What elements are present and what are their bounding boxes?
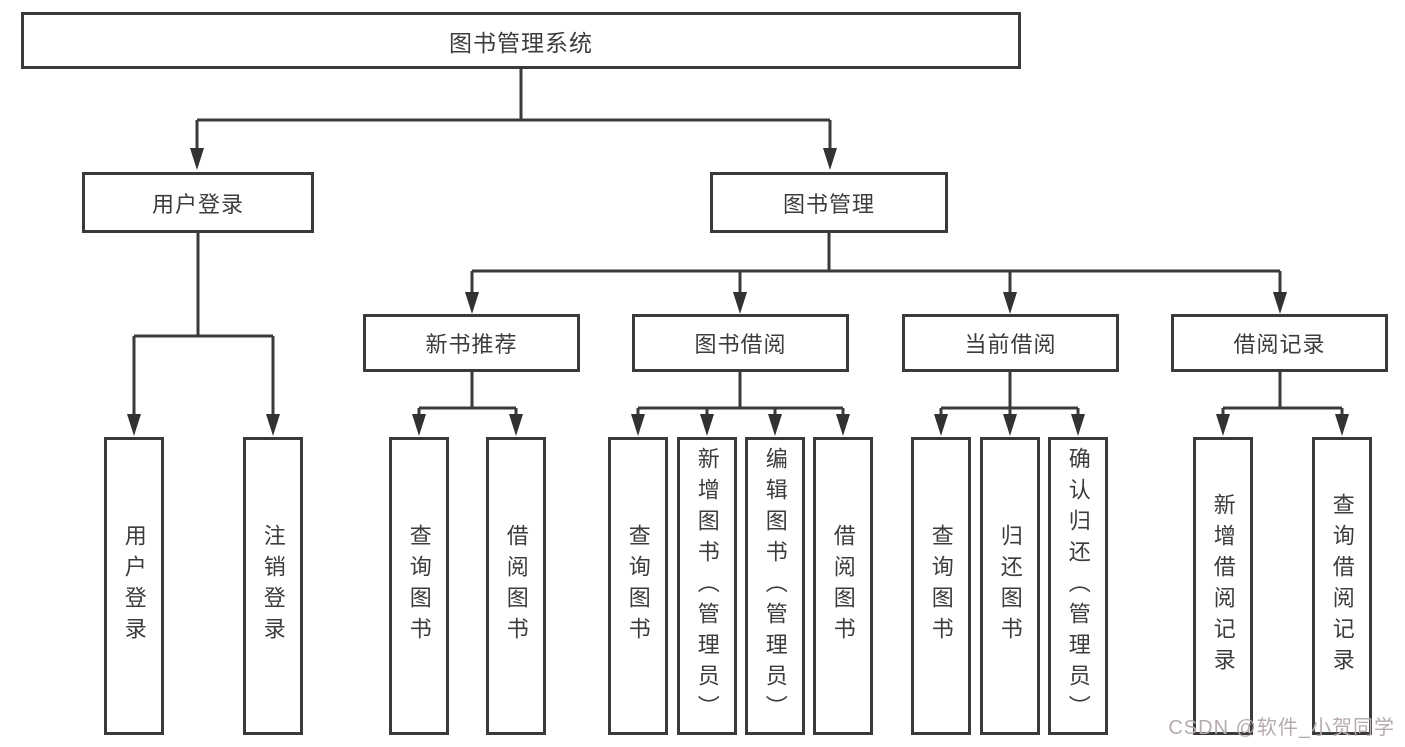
leaf-query-books-borrow-label: 查询图书 <box>625 524 651 648</box>
node-root-system: 图书管理系统 <box>21 12 1021 69</box>
node-user-login-branch: 用户登录 <box>82 172 314 233</box>
leaf-add-borrow-record-label: 新增借阅记录 <box>1210 493 1236 679</box>
leaf-confirm-return-admin-label: 确认归还（管理员） <box>1065 446 1091 726</box>
leaf-borrow-books-borrow-label: 借阅图书 <box>830 524 856 648</box>
leaf-logout-label: 注销登录 <box>260 524 286 648</box>
leaf-query-books-borrow: 查询图书 <box>608 437 668 735</box>
node-current-borrow-label: 当前借阅 <box>964 332 1057 357</box>
leaf-user-login: 用户登录 <box>104 437 164 735</box>
leaf-logout: 注销登录 <box>243 437 303 735</box>
leaf-confirm-return-admin: 确认归还（管理员） <box>1048 437 1108 735</box>
leaf-query-books-current: 查询图书 <box>911 437 971 735</box>
leaf-query-books-current-label: 查询图书 <box>928 524 954 648</box>
csdn-watermark: CSDN @软件_小贺同学 <box>1168 717 1395 739</box>
node-user-login-label: 用户登录 <box>151 191 244 217</box>
node-new-books-label: 新书推荐 <box>425 332 518 357</box>
leaf-return-books-label: 归还图书 <box>997 524 1023 648</box>
leaf-query-borrow-record-label: 查询借阅记录 <box>1329 493 1355 679</box>
leaf-add-book-admin: 新增图书（管理员） <box>677 437 737 735</box>
leaf-borrow-books-newbooks: 借阅图书 <box>486 437 546 735</box>
leaf-query-borrow-record: 查询借阅记录 <box>1312 437 1372 735</box>
node-current-borrow: 当前借阅 <box>902 314 1119 372</box>
arrowheads <box>127 148 1349 436</box>
node-book-mgmt-label: 图书管理 <box>782 191 875 217</box>
node-borrow-records: 借阅记录 <box>1171 314 1388 372</box>
leaf-edit-book-admin: 编辑图书（管理员） <box>745 437 805 735</box>
leaf-borrow-books-newbooks-label: 借阅图书 <box>503 524 529 648</box>
leaf-user-login-label: 用户登录 <box>121 524 147 648</box>
leaf-edit-book-admin-label: 编辑图书（管理员） <box>762 446 788 726</box>
leaf-return-books: 归还图书 <box>980 437 1040 735</box>
node-new-books: 新书推荐 <box>363 314 580 372</box>
leaf-add-borrow-record: 新增借阅记录 <box>1193 437 1253 735</box>
leaf-add-book-admin-label: 新增图书（管理员） <box>694 446 720 726</box>
node-book-mgmt-branch: 图书管理 <box>710 172 948 233</box>
node-book-borrow: 图书借阅 <box>632 314 849 372</box>
node-borrow-records-label: 借阅记录 <box>1233 332 1326 357</box>
leaf-query-books-newbooks-label: 查询图书 <box>406 524 432 648</box>
node-root-label: 图书管理系统 <box>449 29 593 56</box>
leaf-borrow-books-borrow: 借阅图书 <box>813 437 873 735</box>
node-book-borrow-label: 图书借阅 <box>694 332 787 357</box>
leaf-query-books-newbooks: 查询图书 <box>389 437 449 735</box>
